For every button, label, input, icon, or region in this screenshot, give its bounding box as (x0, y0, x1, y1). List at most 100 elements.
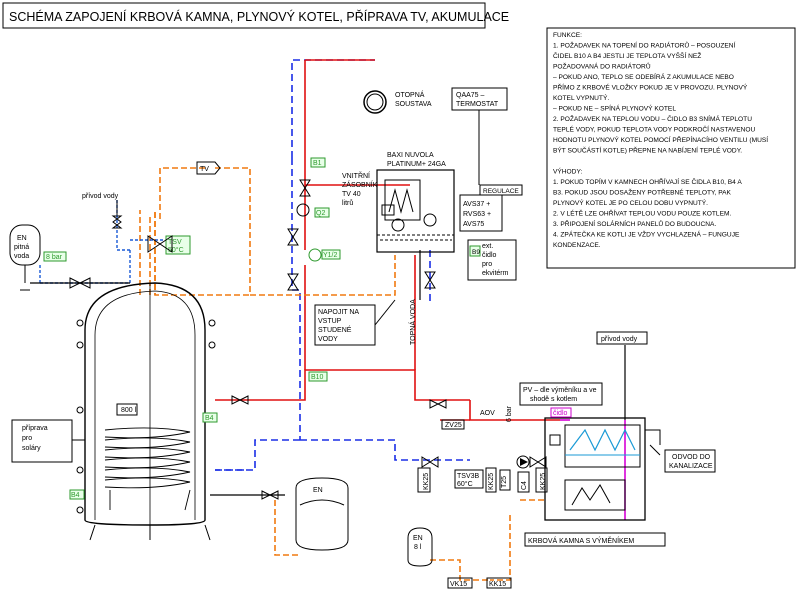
notes-line: KOTEL VYPNUTÝ. (553, 93, 609, 102)
privod-vody-label-2: přívod vody (601, 336, 638, 343)
b10-label: B10 (311, 374, 324, 381)
diagram-title: SCHÉMA ZAPOJENÍ KRBOVÁ KAMNA, PLYNOVÝ KO… (9, 9, 509, 24)
odvod-2: KANALIZACE (669, 463, 713, 470)
regulace-label: REGULACE (483, 188, 519, 195)
b1-label: B1 (313, 160, 322, 167)
ext-sensor-box (469, 245, 481, 257)
prip-2: pro (22, 435, 32, 442)
zv25-label: ZV25 (445, 422, 462, 429)
avs-3: AVS75 (463, 221, 484, 228)
notes-line: 4. ZPÁTEČKA KE KOTLI JE VŽDY VYCHLAZENÁ … (553, 230, 740, 239)
pv-box (519, 382, 603, 406)
service-pipes (560, 419, 626, 520)
notes-line: HODNOTU PLYNOVÝ KOTEL POMOCÍ PŘEPÍNACÍHO… (553, 135, 768, 144)
circulation-pump (516, 455, 530, 469)
kk25b-label: KK25 (488, 473, 495, 490)
en-8l-vessel (407, 527, 433, 567)
avs-2: RVS63 + (463, 211, 491, 218)
notes-line: 1. POŽADAVEK NA TOPENÍ DO RADIÁTORŮ – PO… (553, 41, 736, 50)
notes-line: – POKUD ANO, TEPLO SE ODEBÍRÁ Z AKUMULAC… (553, 72, 734, 81)
krbova-box (524, 532, 666, 547)
otopna-label-2: SOUSTAVA (395, 101, 432, 108)
notes-line: 3. PŘIPOJENÍ SOLÁRNÍCH PANELŮ DO BUDOUCN… (553, 219, 716, 228)
c4-label: C4 (521, 481, 528, 490)
notes-line: ČIDEL B10 A B4 JESTLI JE TEPLOTA VYŠŠÍ N… (553, 51, 701, 60)
notes-line: 2. V LÉTĚ LZE OHŘÍVAT TEPLOU VODU POUZE … (553, 209, 731, 218)
notes-text: FUNKCE: 1. POŽADAVEK NA TOPENÍ DO RADIÁTO… (553, 32, 768, 249)
notes-line: VÝHODY: (553, 167, 582, 176)
tsv-temp: 50°C (168, 246, 184, 254)
napojit-1: NAPOJIT NA (318, 309, 359, 316)
notes-line: KONDENZACE. (553, 242, 601, 249)
bar6-label: 6 bar (506, 405, 513, 422)
kk15-label: KK15 (489, 581, 506, 588)
pv-1: PV – dle výměníku a ve (523, 387, 597, 394)
aov-label: AOV (480, 410, 495, 417)
ext-2: čidlo (482, 252, 497, 259)
napojit-2: VSTUP (318, 318, 342, 325)
cidlo-label: čidlo (553, 410, 568, 417)
ext-3: pro (482, 261, 492, 268)
notes-line: – POKUD NE – SPÍNÁ PLYNOVÝ KOTEL (553, 104, 676, 113)
odvod-box (664, 449, 716, 473)
baxi-label-2: PLATINUM+ 24GA (387, 161, 446, 168)
zasobnik-3: TV 40 (342, 191, 361, 198)
tsv-label: TSV (168, 239, 182, 246)
avs-box (459, 194, 503, 232)
kk25c-label: KK25 (540, 473, 547, 490)
water-pipes (139, 167, 545, 581)
zasobnik-4: litrů (342, 199, 353, 207)
b4a-label: B4 (71, 492, 80, 499)
privod-vody-box (596, 331, 648, 345)
tank-coil (104, 427, 191, 511)
en-pitna-1: EN (17, 235, 27, 242)
en-pitna-3: voda (14, 253, 29, 260)
zasobnik-1: VNITŘNÍ (342, 171, 370, 180)
radiator-symbol (363, 90, 387, 114)
qaa-label-1: QAA75 – (456, 92, 485, 99)
notes-line: 1. POKUD TOPÍM V KAMNECH OHŘÍVAJÍ SE ČID… (553, 177, 742, 186)
tsv3b-1: TSV3B (457, 473, 480, 480)
zasobnik-2: ZÁSOBNÍK (342, 180, 378, 189)
krbova-label: KRBOVÁ KAMNA S VÝMĚNÍKEM (528, 536, 634, 545)
notes-line: PŘÍMO Z KRBOVÉ VLOŽKY POKUD JE V PROVOZU… (553, 83, 748, 92)
ext-1: ext. (482, 243, 493, 250)
tsv3b-2: 60°C (457, 480, 473, 488)
topna-voda-label: TOPNÁ VODA (408, 299, 417, 345)
baxi-label-1: BAXI NUVOLA (387, 152, 434, 159)
prip-3: soláry (22, 445, 41, 452)
accumulation-tank (84, 282, 206, 526)
en81-1: EN (413, 535, 423, 542)
prip-1: příprava (22, 425, 48, 432)
en-small-label: EN (313, 487, 323, 494)
notes-line: FUNKCE: (553, 32, 582, 39)
b4-label: B4 (205, 415, 214, 422)
otopna-label-1: OTOPNÁ (395, 90, 425, 99)
napojit-3: STUDENÉ (318, 325, 352, 334)
vk15-label: VK15 (450, 581, 467, 588)
title-frame (2, 2, 486, 29)
fireplace-stove (544, 417, 646, 521)
notes-line: TEPLÉ VODY, POKUD TEPLOTA VODY PODKROČÍ … (553, 125, 755, 134)
qaa-label-2: TERMOSTAT (456, 101, 499, 108)
notes-line: B3. POKUD JSOU DOSAŽENY POTŘEBNÉ TEPLOTY… (553, 188, 732, 197)
en-vessel-small (295, 477, 349, 551)
q2-label: Q2 (316, 210, 325, 217)
bar8-label: 8 bar (46, 254, 63, 261)
ext-4: ekvitérm (482, 270, 509, 277)
en-pitna-2: pitná (14, 244, 29, 251)
kk25a-label: KK25 (423, 473, 430, 490)
t25-label: T25 (501, 476, 508, 488)
odvod-1: ODVOD DO (672, 454, 711, 461)
notes-line: BÝT SOUČÁSTÍ KOTLE) PŘEPNE NA NABÍJENÍ T… (553, 146, 742, 155)
avs-1: AVS37 + (463, 201, 490, 208)
en81-2: 8 l (414, 544, 422, 551)
solar-prep-box (11, 419, 73, 463)
pv-2: shodě s kotlem (530, 396, 577, 403)
tank-volume: 800 l (121, 407, 137, 414)
privod-vody-label: přívod vody (82, 193, 119, 200)
notes-line: POŽADOVANÁ DO RADIÁTORŮ (553, 62, 651, 71)
napojit-4: VODY (318, 336, 338, 343)
heating-supply-pipes (215, 59, 560, 421)
